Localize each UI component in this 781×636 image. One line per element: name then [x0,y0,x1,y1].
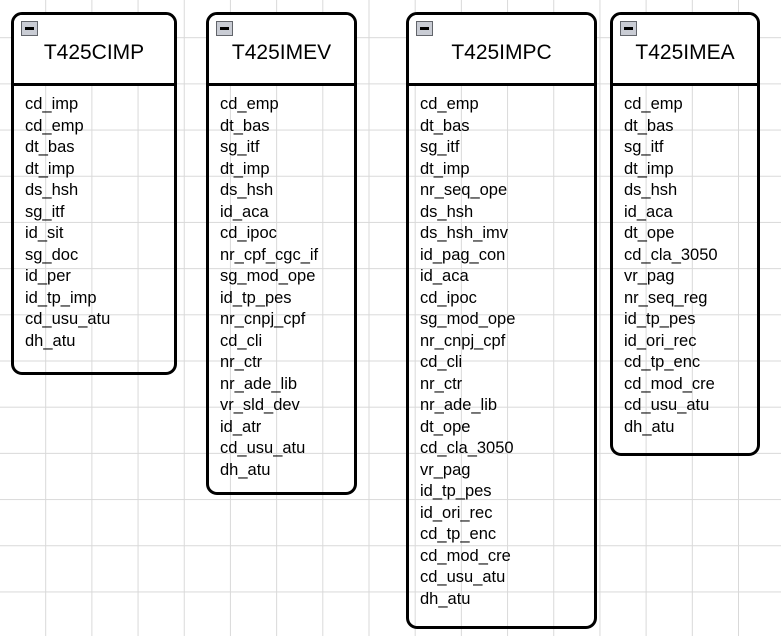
entity-attribute[interactable]: nr_seq_ope [420,181,508,199]
entity-attribute[interactable]: dt_ope [420,417,471,436]
entity-attribute[interactable]: nr_cpf_cgc_if [220,245,319,264]
entity-header: T425IMEA [613,15,757,86]
entity-attribute[interactable]: id_sit [25,224,64,242]
entity-attribute[interactable]: dt_bas [624,116,674,135]
entity-attribute-list: cd_emp dt_bas sg_itf dt_imp ds_hsh id_aca dt_o… [613,86,757,448]
entity-attribute[interactable]: sg_mod_ope [420,310,516,328]
entity-attribute[interactable]: id_tp_pes [420,482,492,500]
entity-attribute[interactable]: cd_emp [220,95,279,113]
entity-attribute[interactable]: id_tp_pes [220,288,292,307]
entity-attribute[interactable]: id_aca [220,202,269,221]
entity-attribute[interactable]: vr_sld_dev [220,396,300,414]
entity-attribute[interactable]: id_atr [220,417,262,436]
entity-attribute[interactable]: dt_imp [624,159,674,178]
collapse-minus-icon[interactable] [620,21,637,36]
entity-attribute[interactable]: cd_mod_cre [420,546,511,565]
entity-attribute[interactable]: dt_imp [220,159,270,178]
minus-glyph [220,27,229,30]
entity-title: T425IMEA [635,41,735,64]
entity-attribute[interactable]: cd_tp_enc [624,353,701,371]
entity-attribute[interactable]: nr_ctr [220,353,263,371]
entity-attribute[interactable]: nr_seq_reg [624,288,708,307]
entity-attribute[interactable]: dt_bas [420,116,470,135]
entity-header: T425IMEV [209,15,354,86]
entity-header: T425IMPC [409,15,594,86]
entity-attribute[interactable]: cd_ipoc [220,224,277,242]
entity-box[interactable]: T425IMPC cd_emp dt_bas sg_itf dt_imp nr_seq_o… [406,12,597,629]
entity-attribute[interactable]: id_aca [624,202,673,221]
entity-attribute[interactable]: cd_imp [25,95,79,113]
entity-attribute[interactable]: cd_emp [624,95,683,113]
entity-attribute[interactable]: dt_bas [220,116,270,135]
entity-attribute[interactable]: dt_imp [25,159,75,178]
entity-attribute[interactable]: cd_usu_atu [220,439,306,457]
entity-attribute[interactable]: cd_mod_cre [624,374,715,393]
entity-attribute[interactable]: nr_cnpj_cpf [220,310,306,328]
collapse-minus-icon[interactable] [416,21,433,36]
entity-attribute[interactable]: id_pag_con [420,245,506,264]
collapse-minus-icon[interactable] [216,21,233,36]
entity-attribute[interactable]: cd_cla_3050 [420,439,514,457]
entity-attribute[interactable]: dt_bas [25,138,75,156]
entity-attribute[interactable]: sg_itf [420,138,460,156]
entity-attribute[interactable]: id_tp_imp [25,288,97,307]
entity-attribute[interactable]: dh_atu [220,460,271,479]
entity-title: T425IMEV [231,41,332,64]
entity-title: T425CIMP [43,41,145,64]
entity-attribute[interactable]: id_tp_pes [624,310,696,328]
entity-attribute[interactable]: id_ori_rec [624,331,697,350]
entity-attribute[interactable]: nr_ctr [420,374,463,393]
minus-glyph [624,27,633,30]
entity-attribute[interactable]: nr_cnpj_cpf [420,331,506,350]
entity-attribute[interactable]: vr_pag [420,460,471,479]
entity-attribute[interactable]: dh_atu [25,331,76,350]
entity-attribute[interactable]: cd_ipoc [420,288,477,307]
entity-attribute[interactable]: cd_cla_3050 [624,245,718,264]
entity-attribute[interactable]: cd_tp_enc [420,525,497,543]
entity-attribute[interactable]: dt_imp [420,159,470,178]
entity-attribute[interactable]: ds_hsh [420,202,474,221]
entity-attribute[interactable]: id_ori_rec [420,503,493,522]
entity-attribute[interactable]: cd_emp [420,95,479,113]
entity-attribute[interactable]: ds_hsh [624,181,678,199]
entity-title: T425IMPC [451,41,552,64]
entity-attribute-list: cd_emp dt_bas sg_itf dt_imp ds_hsh id_aca cd_i… [209,86,354,491]
entity-attribute[interactable]: cd_emp [25,116,84,135]
entity-attribute[interactable]: cd_usu_atu [624,396,710,414]
entity-attribute[interactable]: sg_itf [25,202,65,221]
entity-attribute[interactable]: ds_hsh [220,181,274,199]
entity-attribute[interactable]: dt_ope [624,224,675,242]
entity-attribute[interactable]: cd_usu_atu [420,568,506,586]
minus-glyph [420,27,429,30]
minus-glyph [25,27,34,30]
entity-attribute[interactable]: sg_itf [220,138,260,156]
entity-attribute[interactable]: sg_mod_ope [220,267,316,285]
entity-header: T425CIMP [14,15,174,86]
entity-attribute[interactable]: dh_atu [624,417,675,436]
entity-attribute[interactable]: cd_cli [220,331,263,350]
entity-attribute[interactable]: ds_hsh_imv [420,224,509,242]
entity-attribute[interactable]: sg_itf [624,138,664,156]
entity-attribute[interactable]: dh_atu [420,589,471,608]
entity-attribute[interactable]: sg_doc [25,245,79,264]
entity-attribute[interactable]: id_per [25,267,71,285]
entity-attribute-list: cd_imp cd_emp dt_bas dt_imp ds_hsh sg_itf id_s… [14,86,174,362]
entity-attribute[interactable]: id_aca [420,267,469,285]
entity-attribute-list: cd_emp dt_bas sg_itf dt_imp nr_seq_ope ds_hsh… [409,86,594,620]
entity-attribute[interactable]: vr_pag [624,267,675,285]
entity-attribute[interactable]: cd_cli [420,353,463,371]
collapse-minus-icon[interactable] [21,21,38,36]
entity-attribute[interactable]: ds_hsh [25,181,79,199]
entity-attribute[interactable]: nr_ade_lib [420,396,498,414]
entity-attribute[interactable]: cd_usu_atu [25,310,111,328]
entity-attribute[interactable]: nr_ade_lib [220,374,298,393]
